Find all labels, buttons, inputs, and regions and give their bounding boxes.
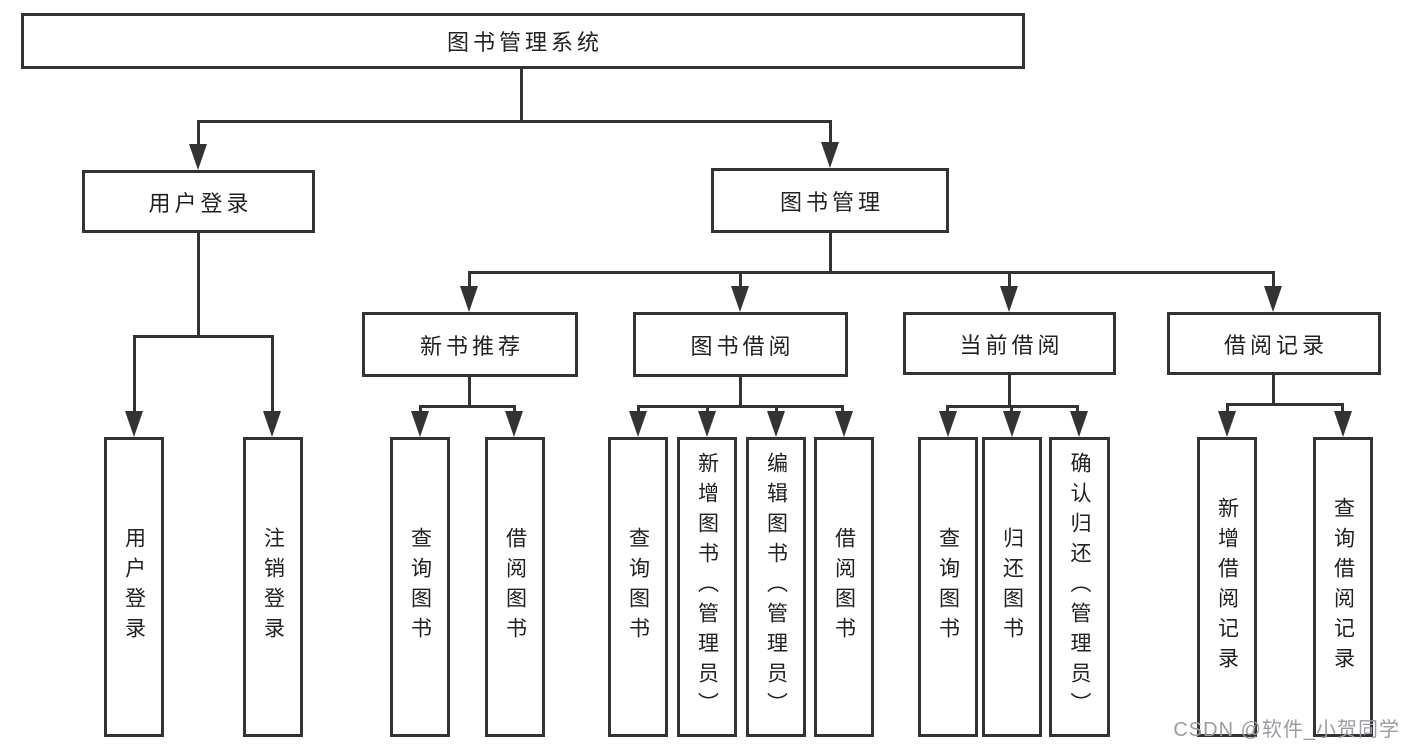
node-root-system: 图书管理系统: [21, 13, 1025, 69]
leaf-record-add-record-label: 新增借阅记录: [1215, 497, 1239, 677]
leaf-borrow-edit-book-admin-label: 编辑图书（管理员）: [764, 452, 788, 722]
connector-current-trunk: [1008, 375, 1011, 408]
leaf-record-query-record-label: 查询借阅记录: [1331, 497, 1355, 677]
leaf-record-add-record: 新增借阅记录: [1197, 437, 1257, 737]
node-book-borrow: 图书借阅: [633, 312, 848, 377]
arrowhead-recommend: [460, 286, 478, 312]
node-current-borrow-label: 当前借阅: [959, 332, 1064, 358]
node-book-borrow-label: 图书借阅: [690, 333, 795, 359]
connector-stem-user-login: [197, 120, 200, 148]
node-new-book-recommend-label: 新书推荐: [419, 333, 524, 359]
leaf-record-query-record: 查询借阅记录: [1313, 437, 1373, 737]
connector-recommend-bar: [419, 405, 516, 408]
node-user-login-label: 用户登录: [148, 190, 253, 216]
leaf-recommend-borrow-book-label: 借阅图书: [503, 527, 527, 647]
connector-stem-leaf-login: [133, 335, 136, 413]
connector-stem-bb-edit: [775, 405, 778, 414]
connector-level2-bar: [197, 120, 831, 123]
node-book-management-label: 图书管理: [779, 189, 884, 215]
arrowhead-borrow-record: [1264, 286, 1282, 312]
arrowhead-rec-borrow: [505, 411, 523, 437]
arrowhead-rec-query-record: [1334, 411, 1352, 437]
connector-stem-bb-add: [706, 405, 709, 414]
leaf-recommend-query-book-label: 查询图书: [408, 527, 432, 647]
leaf-borrow-query-book-label: 查询图书: [626, 527, 650, 647]
arrowhead-user-login: [189, 144, 207, 170]
arrowhead-rec-add: [1218, 411, 1236, 437]
arrowhead-current-borrow: [1000, 286, 1018, 312]
leaf-user-login: 用户登录: [104, 437, 164, 737]
connector-book-borrow-bar: [637, 405, 844, 408]
connector-stem-rec-query: [419, 405, 422, 414]
arrowhead-book-management: [821, 142, 839, 168]
node-borrow-record-label: 借阅记录: [1223, 332, 1328, 358]
connector-stem-borrow-record: [1272, 271, 1275, 289]
connector-stem-cur-query: [946, 405, 949, 414]
connector-root-trunk: [520, 68, 523, 120]
leaf-borrow-edit-book-admin: 编辑图书（管理员）: [746, 437, 806, 737]
node-borrow-record: 借阅记录: [1167, 312, 1381, 375]
connector-book-borrow-trunk: [739, 377, 742, 408]
arrowhead-cur-return: [1003, 411, 1021, 437]
node-user-login: 用户登录: [82, 170, 315, 233]
leaf-recommend-borrow-book: 借阅图书: [485, 437, 545, 737]
leaf-user-login-label: 用户登录: [122, 527, 146, 647]
connector-stem-book-management: [829, 120, 832, 146]
node-new-book-recommend: 新书推荐: [362, 312, 578, 377]
arrowhead-rec-query: [411, 411, 429, 437]
connector-record-trunk: [1272, 375, 1275, 406]
arrowhead-bb-add: [698, 411, 716, 437]
leaf-borrow-query-book: 查询图书: [608, 437, 668, 737]
leaf-logout-label: 注销登录: [261, 527, 285, 647]
leaf-current-confirm-return-admin: 确认归还（管理员）: [1049, 437, 1110, 737]
leaf-borrow-borrow-book: 借阅图书: [814, 437, 874, 737]
connector-stem-bb-borrow: [841, 405, 844, 414]
leaf-borrow-borrow-book-label: 借阅图书: [832, 527, 856, 647]
connector-stem-bb-query: [637, 405, 640, 414]
connector-level3-bar: [469, 271, 1275, 274]
connector-stem-recommend: [468, 271, 471, 289]
connector-stem-cur-return: [1010, 405, 1013, 414]
connector-login-bar: [133, 335, 274, 338]
leaf-current-query-book-label: 查询图书: [936, 527, 960, 647]
leaf-logout: 注销登录: [243, 437, 303, 737]
csdn-watermark: CSDN @软件_小贺同学: [1173, 719, 1400, 741]
arrowhead-book-borrow: [731, 286, 749, 312]
leaf-recommend-query-book: 查询图书: [390, 437, 450, 737]
connector-stem-current-borrow: [1008, 271, 1011, 289]
leaf-current-return-book: 归还图书: [982, 437, 1042, 737]
arrowhead-bb-edit: [767, 411, 785, 437]
connector-recommend-trunk: [468, 377, 471, 408]
connector-book-management-trunk: [829, 233, 832, 274]
connector-stem-rec-query-record: [1341, 403, 1344, 414]
arrowhead-cur-query: [939, 411, 957, 437]
leaf-current-confirm-return-admin-label: 确认归还（管理员）: [1068, 452, 1091, 722]
connector-stem-cur-confirm: [1076, 405, 1079, 414]
node-root-label: 图书管理系统: [446, 30, 603, 55]
connector-record-bar: [1226, 403, 1344, 406]
arrowhead-leaf-login: [125, 411, 143, 437]
leaf-borrow-add-book-admin-label: 新增图书（管理员）: [695, 452, 719, 722]
leaf-current-query-book: 查询图书: [918, 437, 978, 737]
connector-user-login-trunk: [197, 233, 200, 338]
connector-stem-rec-add: [1226, 403, 1229, 414]
arrowhead-bb-borrow: [835, 411, 853, 437]
connector-stem-book-borrow: [739, 271, 742, 289]
arrowhead-leaf-logout: [263, 411, 281, 437]
leaf-current-return-book-label: 归还图书: [1000, 527, 1024, 647]
node-current-borrow: 当前借阅: [903, 312, 1116, 375]
leaf-borrow-add-book-admin: 新增图书（管理员）: [677, 437, 737, 737]
arrowhead-bb-query: [629, 411, 647, 437]
arrowhead-cur-confirm: [1070, 411, 1088, 437]
connector-stem-rec-borrow: [513, 405, 516, 414]
connector-stem-leaf-logout: [271, 335, 274, 413]
node-book-management: 图书管理: [711, 168, 949, 233]
